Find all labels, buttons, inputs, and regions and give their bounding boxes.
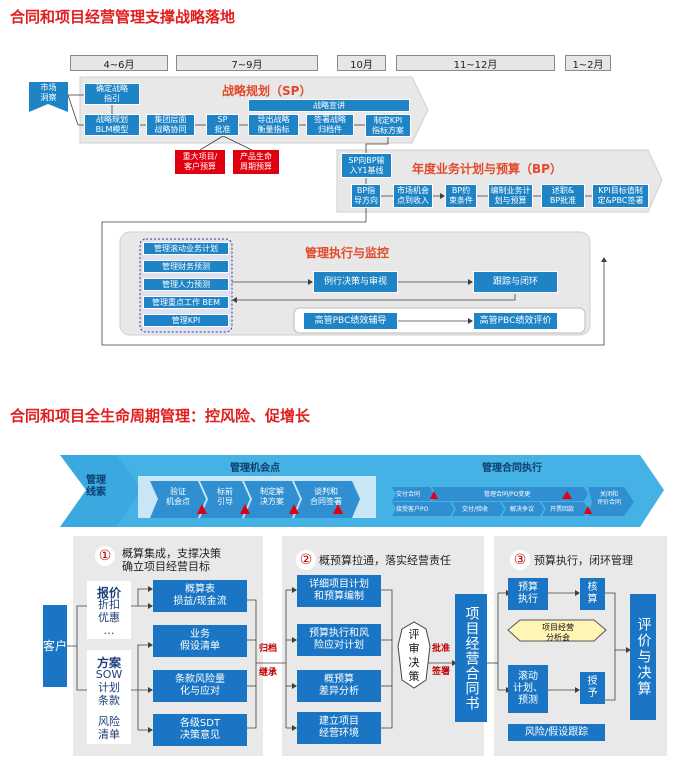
risk-tracking-box: 风险/假设跟踪 bbox=[508, 724, 605, 741]
manage-contract-exec-label: 管理合同执行 bbox=[482, 463, 542, 474]
opp-step-solution: 制定解 决方案 bbox=[260, 487, 284, 506]
sdt-decision-box: 各级SDT 决策意见 bbox=[153, 714, 247, 746]
confirm-strategy-box: 确定战略 指引 bbox=[84, 83, 140, 105]
exec-manage-change: 管理合同/PO变更 bbox=[484, 491, 531, 498]
variance-analysis-box: 概预算 差异分析 bbox=[297, 670, 381, 702]
plan-label: 方案 bbox=[96, 656, 121, 670]
panel3-number: ③ bbox=[510, 550, 530, 570]
kpi-pbc-box: KPI目标值制 定&PBC签署 bbox=[592, 184, 649, 208]
bp-approve-box: 述职& BP批准 bbox=[541, 184, 585, 208]
business-assumption-box: 业务 假设清单 bbox=[153, 625, 247, 657]
grant-box: 授 予 bbox=[580, 672, 605, 704]
sp-approve-box: SP 批准 bbox=[206, 114, 239, 136]
sign-archive-box: 签署战略 归档件 bbox=[306, 114, 354, 136]
signed-label: 签署 bbox=[432, 667, 451, 677]
quote-label: 报价 bbox=[96, 586, 121, 600]
opp-step-verify: 验证 机会点 bbox=[166, 487, 190, 506]
blm-model-box: 战略规划 BLM模型 bbox=[84, 114, 140, 136]
accounting-box: 核 算 bbox=[580, 578, 605, 610]
sp-to-bp-input-box: SP向BP输 入Y1基线 bbox=[341, 153, 392, 178]
panel2-number: ② bbox=[296, 550, 316, 570]
analysis-meeting: 项目经营 分析会 bbox=[542, 623, 574, 642]
month-header-apr-jun: 4~6月 bbox=[70, 55, 168, 71]
panel1-heading: 概算集成，支撑决策 确立项目经营目标 bbox=[122, 547, 221, 573]
market-insight-flag: 市场 洞察 bbox=[40, 83, 57, 102]
section2-title: 合同和项目全生命周期管理：控风险、促增长 bbox=[10, 407, 311, 425]
exec-item-kpi: 管理KPI bbox=[143, 314, 229, 327]
month-header-jan-feb: 1~2月 bbox=[565, 55, 611, 71]
budget-exec-box: 预算 执行 bbox=[508, 578, 548, 610]
manage-leads-label: 管理 线索 bbox=[86, 475, 106, 498]
contract-book-box: 项目经营合同书 bbox=[455, 594, 487, 722]
inherit-label: 继承 bbox=[259, 668, 278, 678]
evaluation-settlement-box: 评价与决算 bbox=[630, 594, 656, 720]
exec-item-hr-forecast: 管理人力预测 bbox=[143, 278, 229, 291]
panel3-heading: 预算执行，闭环管理 bbox=[534, 554, 633, 567]
opp-step-guide: 标前 引导 bbox=[217, 487, 233, 506]
rolling-forecast-box: 滚动 计划、 预测 bbox=[508, 665, 548, 713]
track-close-box: 跟踪与闭环 bbox=[473, 271, 558, 293]
pbc-evaluation-box: 高管PBC绩效评价 bbox=[473, 312, 558, 330]
bp-constraint-box: BP约 束条件 bbox=[445, 184, 477, 208]
opp-step-negotiate: 谈判和 合同签署 bbox=[310, 487, 342, 506]
kpi-plan-box: 制定KPI 指标方案 bbox=[365, 114, 411, 137]
market-revenue-box: 市场机会 点到收入 bbox=[393, 184, 433, 208]
term-risk-box: 条款风险量 化与应对 bbox=[153, 670, 247, 702]
estimate-table-box: 概算表 损益/现金流 bbox=[153, 580, 247, 612]
panel1-number: ① bbox=[95, 546, 115, 566]
month-header-jul-sep: 7~9月 bbox=[176, 55, 318, 71]
exec-resolve-dispute: 解决争议 bbox=[510, 506, 535, 513]
exec-invoice-payment: 开票回款 bbox=[550, 506, 575, 513]
exec-close-evaluate: 关闭和 评价合同 bbox=[596, 491, 621, 506]
sp-label: 战略规划（SP） bbox=[222, 84, 312, 98]
exec-item-rolling-plan: 管理滚动业务计划 bbox=[143, 242, 229, 255]
exec-accept-po: 接受客户PO bbox=[396, 506, 429, 513]
risk-list-label: 风险 清单 bbox=[98, 715, 120, 741]
plan-details: SOW 计划 条款 bbox=[95, 668, 123, 707]
build-env-box: 建立项目 经营环境 bbox=[297, 712, 381, 744]
pbc-coaching-box: 高管PBC绩效辅导 bbox=[303, 312, 398, 330]
exec-monitor-label: 管理执行与监控 bbox=[305, 246, 390, 260]
bp-guide-box: BP指 导方向 bbox=[351, 184, 381, 208]
quote-details: 折扣 优惠 … bbox=[98, 598, 120, 637]
group-synergy-box: 集团层面 战略协同 bbox=[146, 114, 195, 136]
bp-label: 年度业务计划与预算（BP） bbox=[412, 162, 562, 176]
section1-title: 合同和项目经营管理支撑战略落地 bbox=[10, 8, 236, 26]
strategy-publicize-box: 战略宣讲 bbox=[248, 99, 410, 112]
review-decision: 评 审 决 策 bbox=[408, 628, 420, 683]
approve-label: 批准 bbox=[432, 644, 451, 654]
export-metrics-box: 导出战略 衡量指标 bbox=[248, 114, 299, 136]
budget-exec-risk-box: 预算执行和风 险应对计划 bbox=[297, 624, 381, 656]
product-lifecycle-budget-box: 产品生命 周期预算 bbox=[233, 150, 279, 174]
month-header-nov-dec: 11~12月 bbox=[396, 55, 555, 71]
manage-opportunity-label: 管理机会点 bbox=[230, 463, 280, 474]
exec-deliver-contract: 交付合同 bbox=[396, 491, 421, 498]
compile-plan-box: 编制业务计 划与预算 bbox=[488, 184, 533, 208]
month-header-oct: 10月 bbox=[337, 55, 386, 71]
major-project-budget-box: 重大项目/ 客户预算 bbox=[175, 150, 225, 174]
exec-delivery-acceptance: 交付/验收 bbox=[462, 506, 489, 513]
exec-item-finance-forecast: 管理财务预测 bbox=[143, 260, 229, 273]
detailed-plan-box: 详细项目计划 和预算编制 bbox=[297, 575, 381, 607]
archive-label: 归档 bbox=[259, 644, 278, 654]
customer-box: 客户 bbox=[43, 605, 67, 687]
exec-item-bem: 管理重点工作 BEM bbox=[143, 296, 229, 309]
panel2-heading: 概预算拉通，落实经营责任 bbox=[319, 554, 451, 567]
routine-decision-box: 例行决策与审视 bbox=[313, 271, 398, 293]
